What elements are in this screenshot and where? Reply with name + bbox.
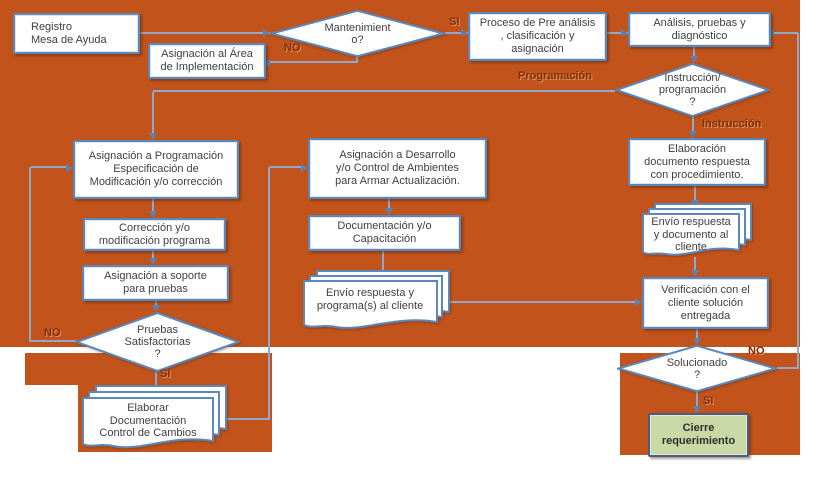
multidoc-envio-respuesta: Envío respuesta y documento al cliente bbox=[642, 203, 754, 259]
connector-registro-mantenimiento bbox=[120, 32, 270, 34]
connector-mantenimiento-no bbox=[356, 57, 358, 63]
arrowhead bbox=[689, 131, 697, 138]
multidoc-elaborar-control-cambios: Elaborar Documentación Control de Cambio… bbox=[82, 385, 229, 451]
arrowhead bbox=[149, 258, 157, 265]
arrowhead bbox=[693, 338, 701, 345]
arrowhead bbox=[263, 29, 270, 37]
label-no-solucionado: NO bbox=[748, 345, 765, 357]
connector-solucionado-no-loop bbox=[777, 367, 799, 369]
connector-cambios-desarrollo bbox=[227, 418, 270, 420]
connector-preanalisis-analisis bbox=[603, 32, 628, 34]
connector-mantenimiento-si bbox=[445, 32, 468, 34]
connector-programacion-branch bbox=[153, 90, 615, 92]
arrowhead bbox=[149, 133, 157, 140]
connector-cambios-desarrollo bbox=[268, 167, 270, 420]
connector-cambios-desarrollo bbox=[270, 166, 303, 168]
arrowhead bbox=[621, 29, 628, 37]
node-verificacion-cliente: Verificación con el cliente solución ent… bbox=[642, 277, 769, 329]
node-elaboracion-documento: Elaboración documento respuesta con proc… bbox=[628, 138, 766, 186]
label-si-solucionado: SI bbox=[703, 395, 714, 407]
connector-desarrollo-documentacion bbox=[388, 195, 390, 210]
connector-solucionado-no-loop bbox=[767, 32, 798, 34]
label-si-pruebas: SI bbox=[160, 368, 171, 380]
label-no-pruebas: NO bbox=[44, 327, 61, 339]
connector-solucionado-si bbox=[696, 392, 698, 408]
connector-pruebas-no-loop bbox=[29, 167, 31, 342]
node-proceso-pre-analisis: Proceso de Pre análisis , clasificación … bbox=[468, 12, 607, 61]
connector-mantenimiento-no bbox=[263, 61, 358, 63]
connector-documentacion-envio bbox=[382, 247, 384, 272]
background-orange-step-left bbox=[25, 353, 78, 385]
connector-correccion-soporte bbox=[152, 247, 154, 260]
arrowhead bbox=[461, 29, 468, 37]
node-analisis-pruebas-diagnostico: Análisis, pruebas y diagnóstico bbox=[628, 12, 771, 47]
multidoc-envio-programas: Envío respuesta y programa(s) al cliente bbox=[303, 270, 452, 332]
document-stack-shape bbox=[303, 270, 450, 329]
decision-mantenimiento: Mantenimient o? bbox=[270, 10, 445, 57]
connector-pruebas-no-loop bbox=[31, 166, 69, 168]
arrowhead bbox=[66, 164, 73, 172]
arrowhead bbox=[635, 298, 642, 306]
node-documentacion-capacitacion: Documentación y/o Capacitación bbox=[308, 215, 461, 251]
label-si-mantenimiento: SI bbox=[449, 16, 460, 28]
connector-programacion-branch bbox=[152, 92, 154, 137]
node-asignacion-area-implementacion: Asignación al Área de Implementación bbox=[148, 43, 266, 79]
diamond-shape bbox=[617, 345, 777, 392]
connector-programacion-correccion bbox=[152, 195, 154, 213]
node-correccion-modificacion: Corrección y/o modificación programa bbox=[83, 218, 226, 251]
node-asignacion-desarrollo: Asignación a Desarrollo y/o Control de A… bbox=[308, 138, 487, 199]
arrowhead bbox=[301, 164, 308, 172]
document-stack-shape bbox=[642, 203, 752, 256]
node-asignacion-programacion: Asignación a Programación Especificación… bbox=[73, 140, 239, 199]
diamond-shape bbox=[615, 63, 770, 117]
diamond-shape bbox=[75, 312, 240, 372]
document-stack-shape bbox=[82, 385, 227, 449]
connector-soporte-pruebas bbox=[155, 297, 157, 307]
connector-pruebas-no-loop bbox=[30, 340, 76, 342]
arrowhead bbox=[152, 305, 160, 312]
connector-solucionado-no-loop bbox=[797, 33, 799, 369]
connector-analisis-decision bbox=[693, 43, 695, 58]
decision-pruebas-satisfactorias: Pruebas Satisfactorias ? bbox=[75, 312, 240, 372]
arrowhead bbox=[691, 270, 699, 277]
diamond-shape bbox=[270, 10, 445, 57]
arrowhead bbox=[263, 59, 270, 67]
arrowhead bbox=[149, 211, 157, 218]
connector-verificacion-solucionado bbox=[696, 325, 698, 340]
arrowhead bbox=[690, 56, 698, 63]
decision-instruccion-programacion: Instrucción/ programación ? bbox=[615, 63, 770, 117]
node-cierre-requerimiento: Cierre requerimiento bbox=[648, 413, 749, 457]
connector-envio-verificacion-v bbox=[694, 257, 696, 272]
label-instruccion: Instrucción bbox=[702, 118, 762, 130]
connector-pruebas-si bbox=[155, 372, 157, 392]
node-asignacion-soporte: Asignación a soporte para pruebas bbox=[82, 265, 229, 301]
connector-envio-verificacion bbox=[449, 301, 637, 303]
label-programacion: Programación bbox=[518, 70, 592, 82]
label-no-mantenimiento: NO bbox=[284, 42, 301, 54]
arrowhead bbox=[693, 406, 701, 413]
decision-solucionado: Solucionado ? bbox=[617, 345, 777, 392]
node-registro-mesa-de-ayuda: Registro Mesa de Ayuda bbox=[13, 13, 140, 54]
arrowhead bbox=[385, 208, 393, 215]
connector-instruccion-branch bbox=[692, 117, 694, 133]
connector-elaboracion-envio bbox=[694, 182, 696, 202]
